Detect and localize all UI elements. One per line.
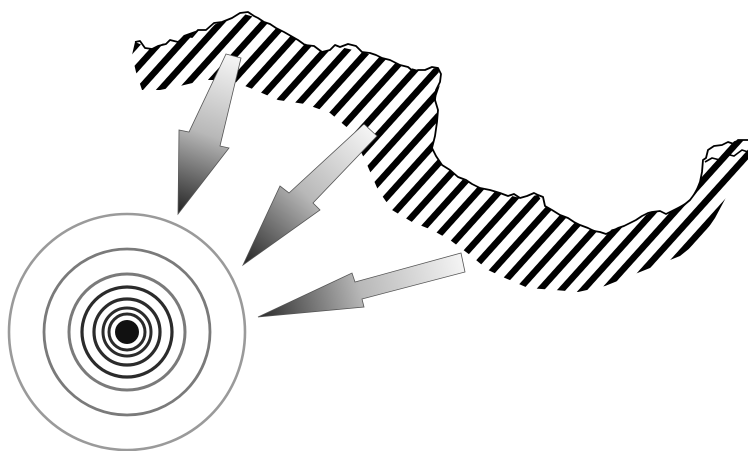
target-center: [115, 320, 139, 344]
concentric-target: [9, 214, 245, 450]
